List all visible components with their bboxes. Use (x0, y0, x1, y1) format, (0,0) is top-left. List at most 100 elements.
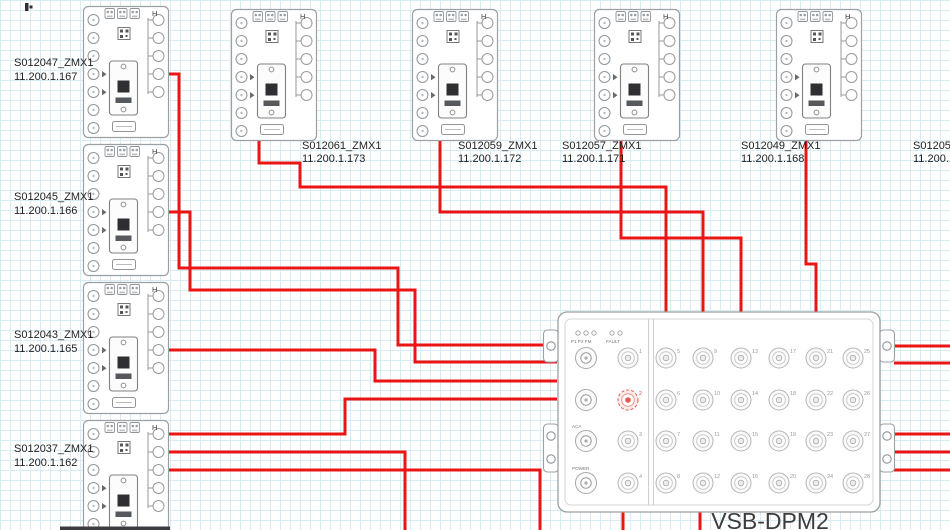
vsb-port-number: 27 (864, 432, 870, 438)
cable[interactable] (169, 468, 542, 530)
cable-layer (169, 72, 950, 530)
vsb-port-14[interactable]: 14 (730, 389, 758, 411)
vsb-port-number: 6 (677, 391, 680, 397)
vsb-port-number: 11 (714, 432, 720, 438)
canvas-artifact-mark (25, 3, 33, 11)
vsb-port-5[interactable]: 5 (655, 347, 680, 369)
vsb-port-number: 5 (677, 349, 680, 355)
vsb-port-number: 20 (790, 474, 796, 480)
device-label-ip-partial: 11.200.1. (913, 153, 950, 165)
cable[interactable] (169, 397, 557, 436)
vsb-port-number: 18 (790, 391, 796, 397)
vsb-port-4[interactable]: 4 (617, 472, 642, 494)
vsb-port-8[interactable]: 8 (655, 472, 680, 494)
vsb-port-number: 2 (639, 391, 642, 397)
device-label-name: S012047_ZMX1 (14, 57, 94, 69)
vsb-port-17[interactable]: 17 (768, 347, 796, 369)
device-labels: S012047_ZMX1 11.200.1.167 S012045_ZMX1 1… (14, 57, 950, 469)
cable[interactable] (438, 141, 705, 313)
vsb-port-11[interactable]: 11 (692, 430, 720, 452)
vsb-port-27[interactable]: 27 (842, 430, 870, 452)
vsb-port-9[interactable]: 9 (692, 347, 717, 369)
vsb-port-24[interactable]: 24 (805, 472, 833, 494)
device-s012057-zmx1[interactable] (593, 8, 681, 142)
vsb-body (557, 311, 881, 513)
vsb-port-number: 3 (639, 432, 642, 438)
device-label-ip: 11.200.1.172 (458, 153, 521, 165)
device-label-ip: 11.200.1.168 (741, 153, 804, 165)
vsb-port-number: 17 (790, 349, 796, 355)
device-s012061-zmx1[interactable] (230, 8, 318, 142)
vsb-port-number: 16 (752, 474, 758, 480)
vsb-port-number: 8 (677, 474, 680, 480)
cable[interactable] (804, 141, 818, 313)
cable[interactable] (169, 210, 557, 364)
vsb-port-20[interactable]: 20 (768, 472, 796, 494)
cable[interactable] (257, 141, 668, 313)
vsb-port-22[interactable]: 22 (805, 389, 833, 411)
vsb-port-number: 28 (864, 474, 870, 480)
vsb-left-port-2[interactable] (575, 389, 597, 411)
vsb-port-13[interactable]: 13 (730, 347, 758, 369)
vsb-port-number: 21 (827, 349, 833, 355)
vsb-port-16[interactable]: 16 (730, 472, 758, 494)
device-s012037-zmx1[interactable] (82, 419, 170, 530)
vsb-port-25[interactable]: 25 (842, 347, 870, 369)
vsb-port-number: 24 (827, 474, 833, 480)
cable[interactable] (169, 450, 407, 530)
device-label-name: S012037_ZMX1 (14, 443, 94, 455)
vsb-port-number: 19 (790, 432, 796, 438)
device-s012049-zmx1[interactable] (775, 8, 863, 142)
device-label-ip: 11.200.1.162 (14, 457, 77, 469)
vsb-port-grid: 1234567891011121314151617181920212223242… (617, 347, 870, 494)
vsb-left-port-column: ACA POWER (572, 347, 597, 494)
device-s012045-zmx1[interactable] (82, 143, 170, 277)
device-label-name: S012049_ZMX1 (741, 140, 821, 152)
cable[interactable] (169, 348, 557, 383)
vsb-port-2[interactable]: 2 (617, 389, 642, 411)
vsb-left-port-label: POWER (572, 466, 590, 471)
device-s012059-zmx1[interactable] (411, 8, 499, 142)
vsb-port-number: 23 (827, 432, 833, 438)
vsb-port-15[interactable]: 15 (730, 430, 758, 452)
vsb-port-23[interactable]: 23 (805, 430, 833, 452)
vsb-title: VSB-DPM2 (711, 508, 829, 530)
device-label-name: S012059_ZMX1 (458, 140, 538, 152)
device-label-ip: 11.200.1.166 (14, 205, 77, 217)
vsb-port-3[interactable]: 3 (617, 430, 642, 452)
clipped-object-edge (60, 526, 170, 530)
vsb-port-10[interactable]: 10 (692, 389, 720, 411)
device-s012043-zmx1[interactable] (82, 281, 170, 415)
vsb-port-12[interactable]: 12 (692, 472, 720, 494)
vsb-port-number: 7 (677, 432, 680, 438)
vsb-port-1[interactable]: 1 (617, 347, 642, 369)
vsb-port-number: 14 (752, 391, 758, 397)
vsb-inner-frame (564, 318, 874, 506)
vsb-port-19[interactable]: 19 (768, 430, 796, 452)
vsb-port-number: 4 (639, 474, 642, 480)
device-s012047-zmx1[interactable] (82, 5, 170, 139)
cable[interactable] (169, 72, 557, 347)
device-label-ip: 11.200.1.167 (14, 71, 77, 83)
vsb-port-number: 15 (752, 432, 758, 438)
vsb-left-port-1[interactable] (575, 347, 597, 369)
vsb-left-port-label: ACA (572, 424, 582, 429)
device-label-name: S012043_ZMX1 (14, 329, 94, 341)
vsb-port-6[interactable]: 6 (655, 389, 680, 411)
device-label-ip: 11.200.1.165 (14, 343, 77, 355)
vsb-port-26[interactable]: 26 (842, 389, 870, 411)
vsb-port-28[interactable]: 28 (842, 472, 870, 494)
cable[interactable] (619, 141, 743, 313)
vsb-port-number: 22 (827, 391, 833, 397)
vsb-port-number: 1 (639, 349, 642, 355)
vsb-left-port-4[interactable]: POWER (572, 466, 597, 494)
vsb-port-18[interactable]: 18 (768, 389, 796, 411)
indicator-label: P1 P2 FM (571, 339, 592, 344)
vsb-port-7[interactable]: 7 (655, 430, 680, 452)
device-label-name-partial: S012053 (913, 140, 950, 152)
vsb-left-port-3[interactable]: ACA (572, 424, 597, 452)
vsb-port-21[interactable]: 21 (805, 347, 833, 369)
vsb-port-number: 12 (714, 474, 720, 480)
